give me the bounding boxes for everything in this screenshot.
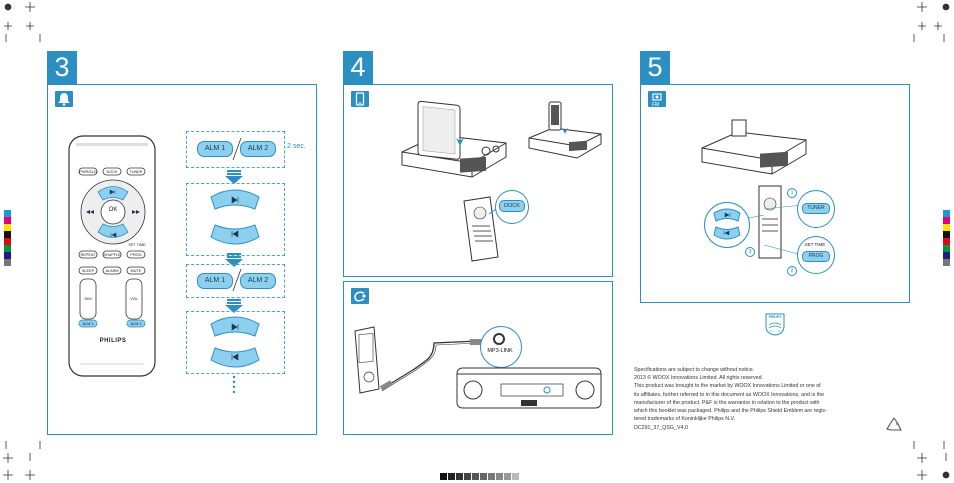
remote-btn-shuffle: SHUFFLE	[103, 252, 121, 257]
alm1-label: ALM 1	[204, 277, 226, 284]
prog-button[interactable]: PROG	[802, 251, 830, 262]
step-4-number: 4	[343, 51, 373, 84]
tuner-button-label: TUNER	[807, 205, 825, 211]
remote-ok-label: OK	[108, 207, 118, 213]
specs-line: This product was brought to the market b…	[634, 383, 821, 390]
alm1-button[interactable]: ALM 1	[197, 141, 233, 157]
remote-illustration	[758, 185, 782, 259]
next-button[interactable]	[207, 316, 263, 338]
set-time-label: SET TIME	[804, 242, 826, 247]
navigate-box-2	[186, 311, 285, 374]
next-button[interactable]	[711, 207, 743, 223]
remote-settime-label: SET TIME	[128, 243, 146, 247]
mp3-link-callout-circle	[480, 326, 522, 368]
philips-shield-logo	[765, 313, 785, 336]
bell-icon	[55, 91, 73, 107]
specs-line: manufacturer of the product. P&F is the …	[634, 399, 820, 406]
step-3-number: 3	[47, 51, 77, 84]
arrow-down-icon	[225, 253, 243, 267]
specs-line: Specifications are subject to change wit…	[634, 367, 755, 373]
prev-button[interactable]	[207, 223, 263, 245]
remote-btn-alm2: ALM 2	[130, 321, 142, 326]
alm1-label: ALM 1	[204, 145, 226, 152]
specs-text: Specifications are subject to change wit…	[634, 366, 844, 423]
shield-text: PHILIPS	[768, 315, 782, 319]
remote-btn-mute: MUTE	[130, 268, 142, 273]
speaker-rear-illustration	[456, 367, 602, 409]
remote-btn-prog: PROG	[130, 252, 142, 257]
specs-line: which this booklet was packaged. Philips…	[634, 408, 827, 415]
alm1-button-confirm[interactable]: ALM 1	[197, 273, 233, 289]
document-code: DC291_37_QSG_V4.0	[634, 425, 688, 431]
recycle-icon	[886, 417, 902, 431]
remote-illustration	[463, 196, 499, 262]
remote-btn-dock: DOCK	[106, 169, 118, 174]
phone-icon	[351, 91, 369, 107]
link-icon	[351, 288, 369, 304]
remote-vol-label: VOL	[130, 297, 138, 301]
continue-dots-icon	[232, 375, 236, 393]
marker-1: 1	[787, 188, 797, 198]
remote-brand: PHILIPS	[99, 338, 127, 344]
dock-speaker-phone-illustration	[528, 101, 602, 159]
navigate-box-1	[186, 183, 285, 256]
alm2-button-confirm[interactable]: ALM 2	[240, 273, 276, 289]
marker-3: 3	[745, 247, 755, 257]
alm-select-box	[186, 131, 285, 168]
alm2-label: ALM 2	[247, 277, 269, 284]
slash-divider	[232, 268, 242, 292]
svg-text:FM: FM	[652, 102, 659, 107]
remote-dim-label: DIM	[84, 297, 92, 301]
slash-divider	[232, 137, 242, 161]
arrow-down-icon	[225, 299, 243, 313]
dock-speaker-radio-illustration	[701, 119, 807, 175]
dock-button-label: DOCK	[504, 203, 520, 209]
color-bar-left	[4, 210, 11, 266]
dock-button[interactable]: DOCK	[499, 200, 525, 212]
hold-duration: 2 sec.	[287, 143, 306, 150]
mp3-link-label: MP3-LINK	[487, 348, 513, 354]
mp3-player-illustration	[354, 326, 380, 394]
step-4-link-panel	[343, 281, 613, 435]
remote-btn-pwr: PWR/SLD	[79, 169, 97, 174]
specs-line: tered trademarks of Koninklijke Philips …	[634, 416, 736, 423]
tuner-button[interactable]: TUNER	[802, 203, 830, 214]
prev-button[interactable]	[207, 346, 263, 368]
remote-btn-alm1: ALM 1	[82, 321, 94, 326]
arrow-down-icon	[225, 170, 243, 184]
remote-btn-repeat: REPEAT	[80, 252, 96, 257]
remote-btn-alarm: ALARM	[105, 268, 119, 273]
specs-line: 2013 © WOOX Innovations Limited. All rig…	[634, 375, 764, 382]
step-5-number: 5	[640, 51, 670, 84]
remote-labels: PWR/SLD DOCK TUNER OK SET TIME REPEAT SH…	[68, 135, 158, 378]
mp3-link-jack-icon	[493, 333, 505, 345]
remote-btn-tuner: TUNER	[129, 169, 143, 174]
specs-line: its affiliates, further referred to in t…	[634, 391, 825, 398]
dock-speaker-tablet-illustration	[401, 100, 507, 178]
next-button[interactable]	[207, 189, 263, 211]
alm-confirm-box	[186, 264, 285, 298]
alm2-label: ALM 2	[247, 145, 269, 152]
remote-btn-sleep: SLEEP	[81, 268, 95, 273]
audio-cable	[379, 339, 484, 392]
alm2-button[interactable]: ALM 2	[240, 141, 276, 157]
marker-2: 2	[787, 266, 797, 276]
prev-button[interactable]	[711, 225, 743, 241]
radio-fm-icon: FM	[648, 91, 666, 108]
gray-scale-bar	[440, 473, 520, 480]
prog-button-label: PROG	[808, 253, 824, 259]
remote-control	[68, 135, 156, 377]
color-bar-right	[943, 210, 950, 266]
